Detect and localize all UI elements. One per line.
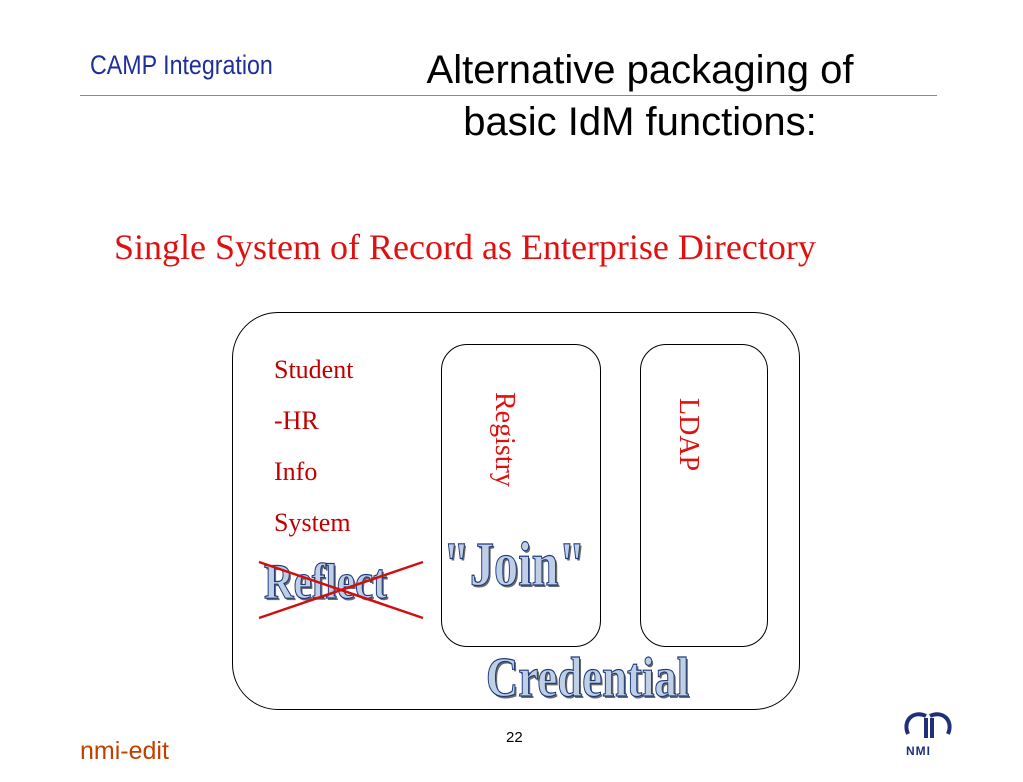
section-title: CAMP Integration [90,50,273,80]
credential-label: Credential [486,646,690,709]
join-label: "Join" [443,530,586,599]
sor-line: -HR [274,406,319,435]
footer-brand: nmi-edit [80,737,169,765]
nmi-logo-text: NMI [906,744,931,758]
slide-title-line-2: basic IdM functions: [463,100,817,144]
sor-line: System [274,508,351,537]
sor-line: Info [274,457,318,486]
ldap-label: LDAP [673,398,704,472]
page-number: 22 [506,729,523,746]
slide-title-line-1: Alternative packaging of [426,48,854,92]
registry-label: Registry [489,392,520,487]
ldap-box [640,344,768,647]
slide-subtitle: Single System of Record as Enterprise Di… [114,227,816,267]
strikethrough-cross-icon [258,560,424,620]
sor-line: Student [274,355,354,384]
nmi-logo-icon [904,712,952,738]
enterprise-directory-box [232,312,800,710]
registry-box [441,344,601,647]
header-divider [80,95,937,96]
slide-title: Alternative packaging of basic IdM funct… [360,44,920,148]
system-of-record-label: Student -HR Info System [274,344,353,548]
